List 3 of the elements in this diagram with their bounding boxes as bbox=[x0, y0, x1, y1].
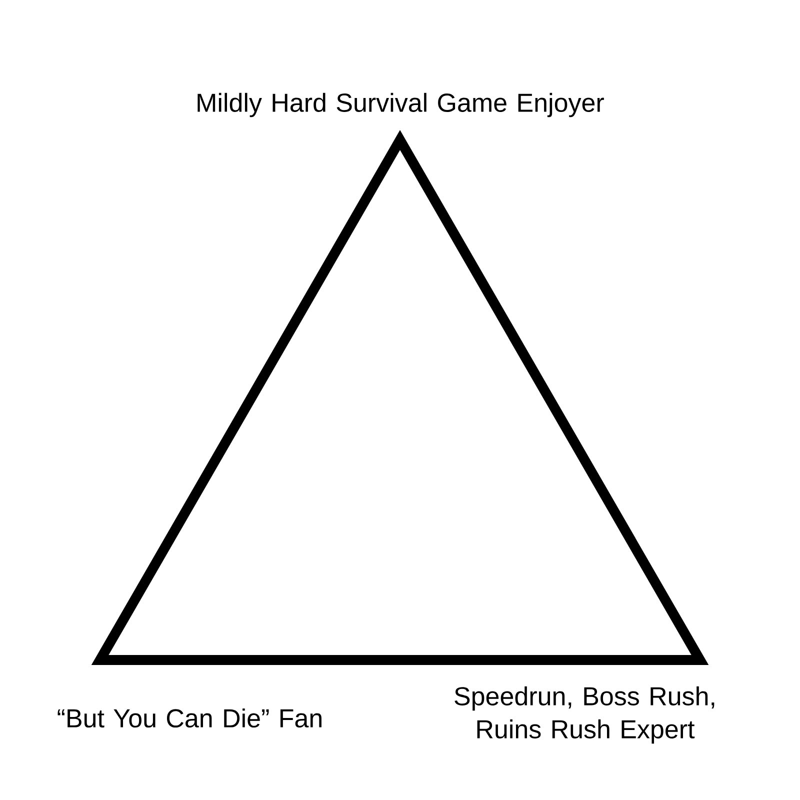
corner-label: Speedrun, Boss Rush, Ruins Rush Expert bbox=[454, 686, 714, 744]
corner-label: “But You Can Die” Fan bbox=[58, 708, 322, 728]
corner-label: Mildly Hard Survival Game Enjoyer bbox=[198, 92, 604, 118]
